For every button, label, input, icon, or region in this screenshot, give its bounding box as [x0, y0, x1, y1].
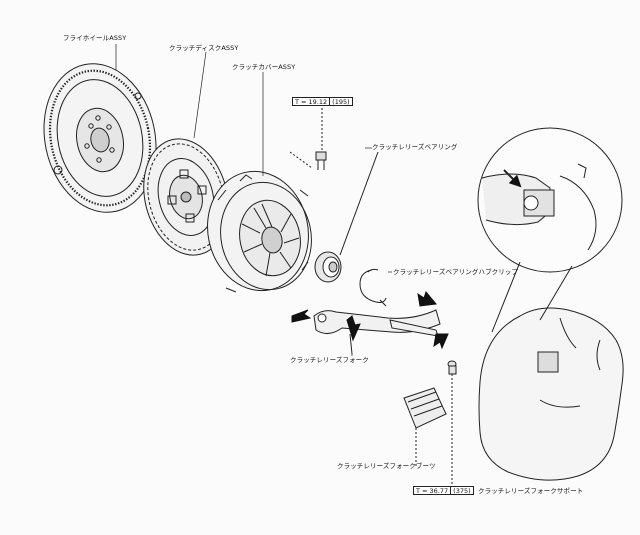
release-bearing-drawing [314, 151, 379, 283]
label-clutch-disc: クラッチディスクASSY [169, 44, 239, 52]
torque-cover-bolt-nm: T = 19.12 [295, 98, 328, 106]
clutch-cover-drawing [207, 170, 312, 293]
hub-clip-drawing [359, 268, 387, 307]
label-clutch-cover: クラッチカバーASSY [232, 63, 296, 71]
label-fork-boot: クラッチレリーズフォークブーツ [337, 462, 436, 470]
torque-fork-support: T = 36.77(375) [413, 486, 474, 495]
leader-lines [115, 44, 392, 356]
torque-cover-bolt-kgfcm: (195) [329, 98, 350, 106]
release-fork-drawing [313, 309, 441, 355]
label-flywheel: フライホイールASSY [63, 34, 127, 42]
torque-fork-support-kgfcm: (375) [450, 487, 471, 495]
torque-fork-support-nm: T = 36.77 [416, 487, 449, 495]
torque-cover-bolt: T = 19.12(195) [292, 97, 353, 106]
cover-bolt-drawing [289, 108, 327, 170]
label-release-fork: クラッチレリーズフォーク [290, 356, 369, 364]
label-release-bearing: クラッチレリーズベアリング [372, 143, 458, 151]
fork-support-drawing [447, 360, 457, 484]
transmission-housing-drawing [478, 307, 624, 481]
fork-boot-drawing [403, 387, 447, 466]
fork-arrows [291, 290, 449, 350]
label-fork-support: クラッチレリーズフォークサポート [478, 487, 584, 495]
detail-callout-drawing [477, 127, 623, 333]
flywheel-drawing [43, 63, 157, 213]
label-hub-clip: クラッチレリーズベアリングハブクリップ [393, 268, 519, 276]
